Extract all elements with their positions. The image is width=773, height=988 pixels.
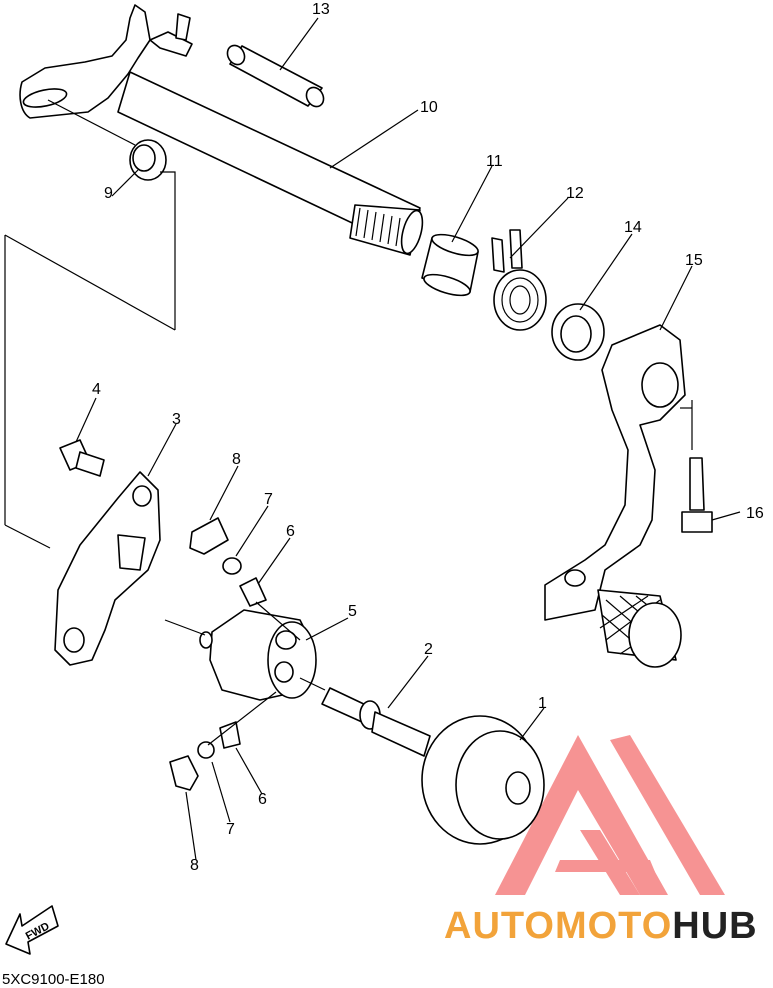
- ball-part-7-upper: [222, 557, 242, 575]
- callout-8-upper: 8: [232, 451, 241, 468]
- callout-7-lower: 7: [226, 821, 235, 838]
- callout-15: 15: [685, 252, 703, 269]
- spring-part-12: [491, 229, 547, 331]
- callout-2: 2: [424, 641, 433, 658]
- watermark-brand-part2: HUB: [672, 905, 757, 947]
- shift-pedal-part-15: [544, 324, 686, 668]
- callout-16: 16: [746, 505, 764, 522]
- callout-labels: 13 10 9 11 12 14 15 16 4 3 8 7 6 5 2 1 6…: [92, 1, 764, 874]
- watermark-brand-text: AUTOMOTOHUB: [444, 905, 758, 947]
- drum-cam-part-1: [421, 715, 545, 845]
- collar-part-11: [421, 233, 479, 297]
- callout-11: 11: [486, 153, 503, 170]
- oil-seal-part-14: [551, 303, 605, 361]
- spring-part-6-upper: [239, 577, 267, 607]
- diagram-code: 5XC9100-E180: [2, 971, 105, 988]
- callout-6-upper: 6: [286, 523, 295, 540]
- leader-lines: [75, 17, 741, 861]
- bolt-part-16: [681, 457, 713, 533]
- callout-6-lower: 6: [258, 791, 267, 808]
- automotohub-logo: [495, 735, 725, 895]
- assembly-guide-lines: [4, 99, 693, 746]
- pawl-part-8-lower: [169, 755, 199, 791]
- callout-1: 1: [538, 695, 547, 712]
- washer-part-9: [129, 139, 167, 181]
- callout-12: 12: [566, 185, 584, 202]
- callout-14: 14: [624, 219, 642, 236]
- callout-10: 10: [420, 99, 438, 116]
- bolt-part-2: [321, 687, 431, 757]
- callout-5: 5: [348, 603, 357, 620]
- pawl-part-8-upper: [189, 517, 229, 555]
- segment-part-5: [199, 609, 317, 701]
- shift-shaft-part-10: [19, 4, 424, 256]
- bolt-part-4: [59, 439, 105, 477]
- ball-part-7-lower: [197, 741, 215, 759]
- callout-4: 4: [92, 381, 101, 398]
- callout-7-upper: 7: [264, 491, 273, 508]
- fwd-arrow-icon: FWD: [5, 905, 59, 955]
- pin-part-13: [226, 44, 325, 108]
- callout-13: 13: [312, 1, 330, 18]
- callout-8-lower: 8: [190, 857, 199, 874]
- callout-9: 9: [104, 185, 113, 202]
- watermark-brand-part1: AUTOMOTO: [444, 905, 672, 947]
- stopper-plate-part-3: [54, 471, 161, 666]
- callout-3: 3: [172, 411, 181, 428]
- spring-part-6-lower: [219, 721, 241, 749]
